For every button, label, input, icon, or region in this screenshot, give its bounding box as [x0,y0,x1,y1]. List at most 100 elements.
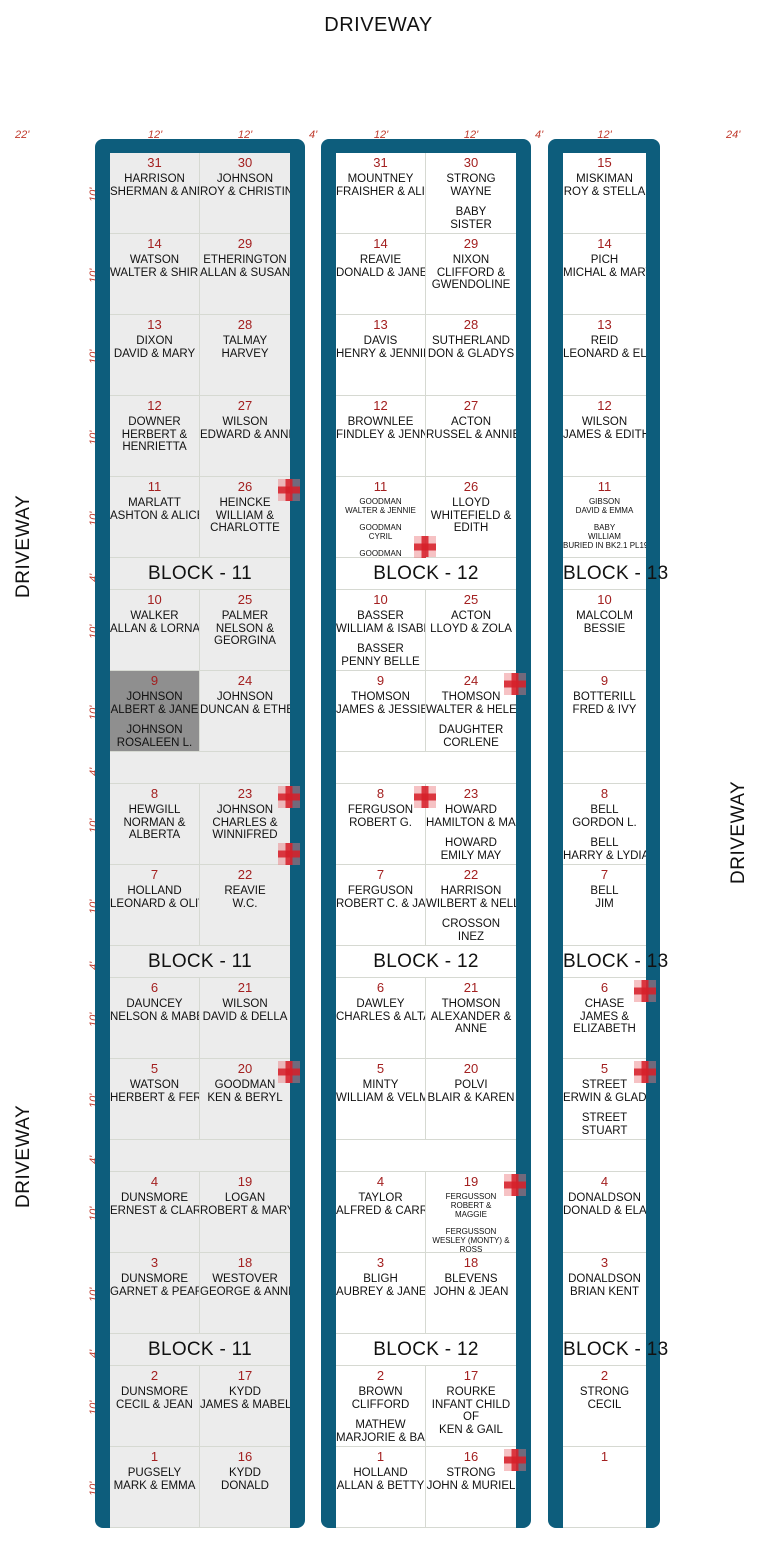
occupant-line: STRONG [446,173,496,185]
plot-13-1[interactable]: 1 [563,1447,646,1528]
occupant-line: MARK & EMMA [113,1479,196,1492]
block-label: BLOCK - 13 [563,951,669,972]
occupant-line: ANNE [455,1023,487,1035]
occupant-line: BELL [590,837,619,849]
top-driveway-label: DRIVEWAY [324,14,433,36]
occupant-line: GIBSON [588,497,621,506]
left-width-dimension: 22' [15,129,30,141]
occupant-line: DAVID & EMMA [575,506,634,515]
occupant-line: GARNET & PEARL [110,1285,200,1298]
aisle-row [336,752,516,784]
plot-number: 19 [463,1174,479,1189]
occupant-line: ALEXANDER & [430,1010,512,1023]
occupant-line: GORDON L. [572,816,637,829]
occupant-line: ROSALEEN L. [116,736,193,749]
occupant-line: DONALD & ELAINE [563,1204,646,1217]
red-cross-marker-icon [504,1449,526,1471]
occupant-line: FERGUSSON [445,1192,497,1201]
occupant-line: GEORGE & ANNIE [200,1285,290,1298]
plot-number: 1 [376,1449,385,1464]
block-label: BLOCK - 13 [563,563,669,584]
line-gap [426,829,516,837]
